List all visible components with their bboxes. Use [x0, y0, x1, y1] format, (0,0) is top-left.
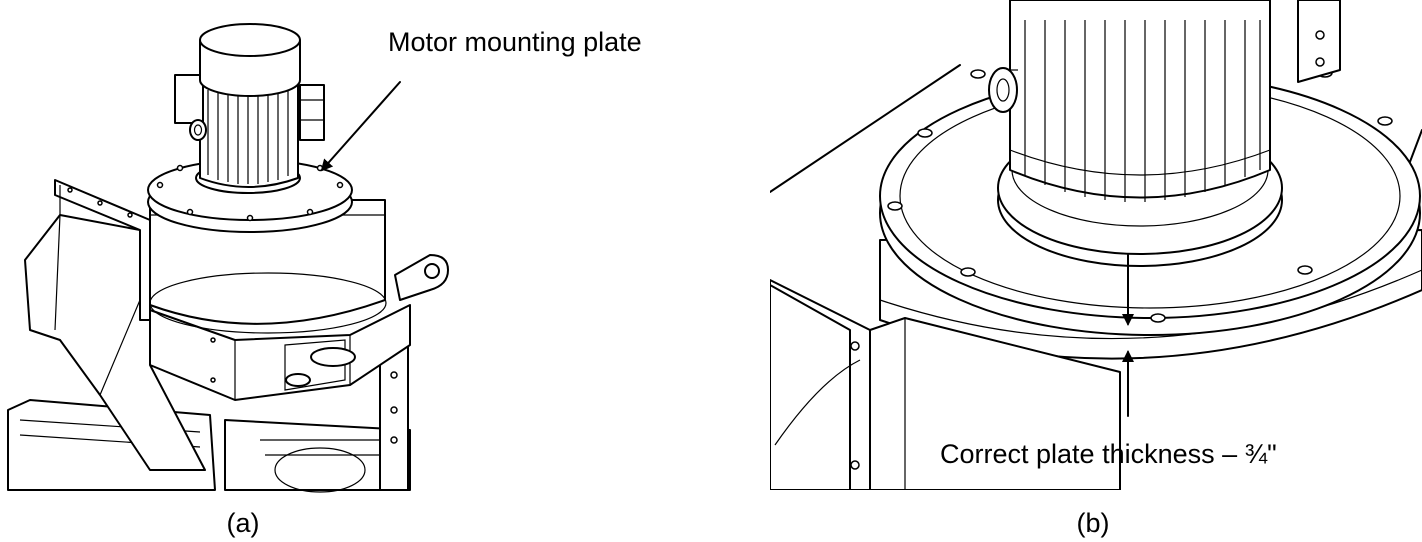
panel-b-drawing	[770, 0, 1422, 490]
plate-thickness-label: Correct plate thickness – ¾"	[940, 439, 1277, 469]
motor-plate-arrow	[320, 81, 401, 172]
caption-b: (b)	[1077, 508, 1110, 538]
caption-a: (a)	[227, 508, 260, 538]
motor-plate-label: Motor mounting plate	[388, 27, 642, 57]
panel-a-drawing	[7, 23, 449, 493]
